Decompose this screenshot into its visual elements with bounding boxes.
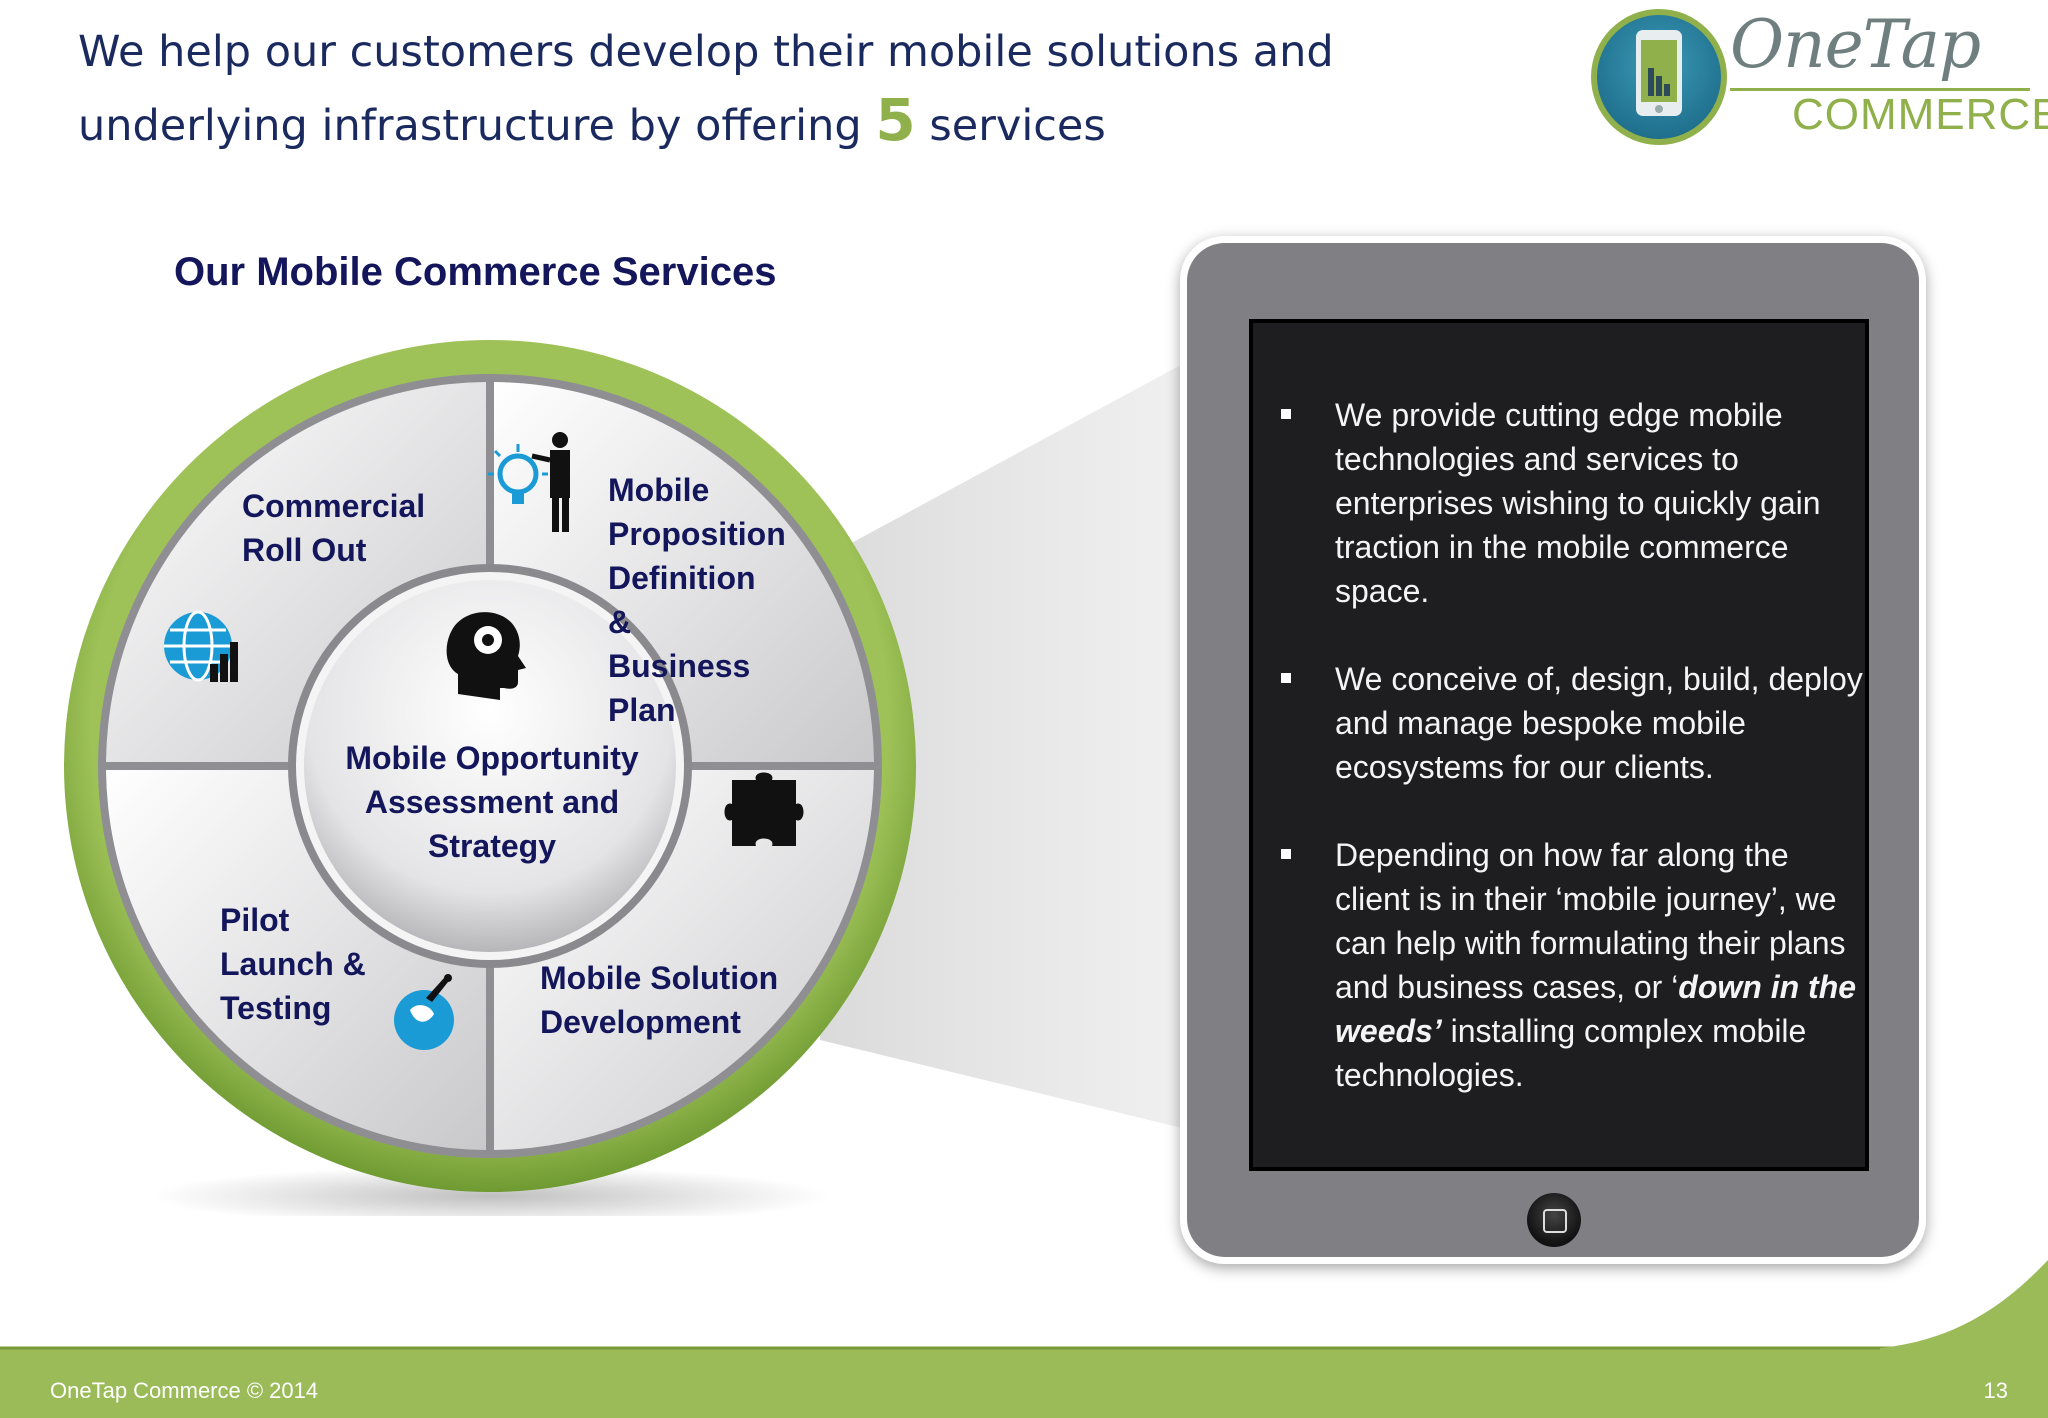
phone-chart-icon bbox=[1591, 9, 1727, 145]
page-number: 13 bbox=[1983, 1378, 2008, 1403]
center-service-label: Mobile Opportunity Assessment and Strate… bbox=[345, 740, 639, 864]
bullet-item: We conceive of, design, build, deploy an… bbox=[1273, 657, 1863, 789]
tablet-screen: We provide cutting edge mobile technolog… bbox=[1249, 319, 1869, 1171]
bullet-emphasis: down in the weeds’ bbox=[1335, 969, 1857, 1049]
bullet-item: We provide cutting edge mobile technolog… bbox=[1273, 393, 1863, 613]
tablet-device: We provide cutting edge mobile technolog… bbox=[1180, 236, 1926, 1264]
bullet-item: Depending on how far along the client is… bbox=[1273, 833, 1863, 1097]
footer-copyright: OneTap Commerce © 2014 bbox=[50, 1378, 319, 1403]
onetap-logo: OneTap COMMERCE bbox=[1588, 6, 2048, 148]
home-button[interactable] bbox=[1527, 1193, 1581, 1247]
services-wheel: Mobile Opportunity Assessment and Strate… bbox=[60, 336, 920, 1216]
headline-text-2: services bbox=[915, 101, 1106, 151]
services-title: Our Mobile Commerce Services bbox=[174, 250, 777, 294]
puzzle-piece-icon bbox=[724, 772, 804, 846]
logo-divider bbox=[1730, 88, 2030, 91]
rocket-globe-icon bbox=[394, 974, 454, 1050]
footer-swoosh bbox=[1880, 1260, 2048, 1350]
tablet-bezel: We provide cutting edge mobile technolog… bbox=[1187, 243, 1919, 1257]
logo-wordmark-1: OneTap bbox=[1730, 6, 1981, 83]
headline-number: 5 bbox=[875, 86, 916, 154]
bullet-text: We provide cutting edge mobile technolog… bbox=[1335, 397, 1821, 609]
bullet-text: installing complex mobile technologies. bbox=[1335, 1013, 1807, 1093]
bullet-text: We conceive of, design, build, deploy an… bbox=[1335, 661, 1863, 785]
head-gear-icon bbox=[446, 612, 526, 700]
headline-text-1: We help our customers develop their mobi… bbox=[78, 27, 1334, 151]
segment-label-pilot-launch-testing: Pilot Launch & Testing bbox=[220, 902, 366, 1026]
globe-chart-icon bbox=[164, 610, 238, 682]
segment-label-mobile-solution-development: Mobile Solution Development bbox=[540, 960, 779, 1040]
segment-label-mobile-proposition: Mobile Proposition Definition & Business… bbox=[608, 472, 786, 728]
segment-label-commercial-roll-out: Commercial Roll Out bbox=[242, 488, 426, 568]
bullet-list: We provide cutting edge mobile technolog… bbox=[1273, 393, 1863, 1141]
slide-headline: We help our customers develop their mobi… bbox=[78, 18, 1498, 160]
logo-wordmark-2: COMMERCE bbox=[1792, 90, 2048, 139]
bullet-text: Depending on how far along the client is… bbox=[1335, 837, 1846, 1005]
presenter-lightbulb-icon bbox=[488, 432, 570, 532]
